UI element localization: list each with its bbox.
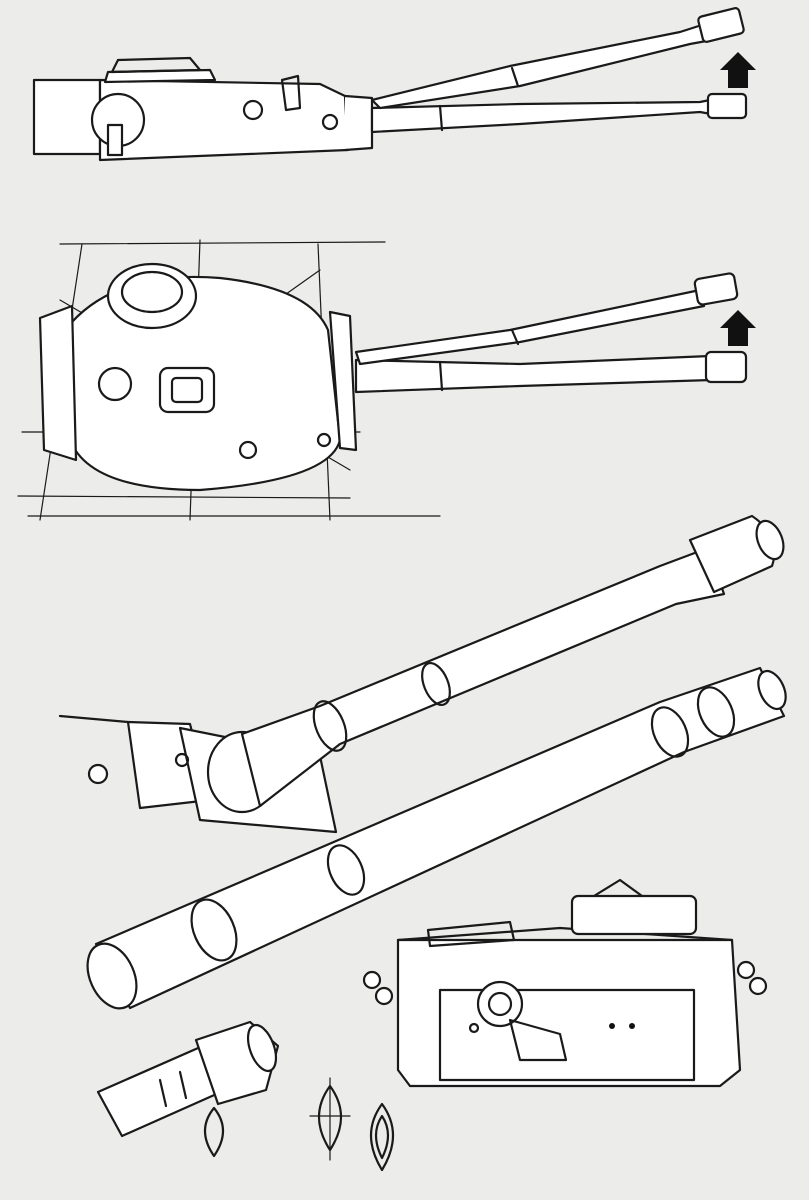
barrel-muzzle-opening — [755, 519, 785, 561]
turret-side-muzzle-lower — [706, 92, 748, 120]
turret-construction-loader-hatch — [158, 366, 216, 414]
turret-construction-muzzle-upper — [693, 272, 739, 306]
lens-shape-study — [203, 1077, 394, 1172]
turret-construction-cupola — [106, 262, 198, 330]
up-arrow-icon — [720, 52, 756, 88]
lens-shape-a — [203, 1106, 225, 1158]
cylinder-ring-2 — [326, 844, 366, 896]
up-arrow-icon — [720, 310, 756, 346]
mantlet-bolt — [174, 752, 190, 768]
turret-front-view — [362, 878, 768, 1088]
cylinder-ring-4 — [696, 686, 736, 738]
turret-construction-view — [17, 239, 756, 521]
turret-construction-vision-port — [238, 440, 258, 460]
grid-line-bottom — [17, 495, 351, 499]
turret-side-muzzle-upper — [697, 7, 745, 43]
turret-side-barrel-upper-ring — [510, 66, 520, 88]
turret-side-hatch-handle — [106, 123, 124, 157]
turret-side-hatch — [110, 56, 202, 74]
turret-front-smoke-launcher-right-1 — [736, 960, 756, 980]
turret-front-rivet-b — [629, 1023, 635, 1029]
detail-barrel-ring-2 — [178, 1070, 188, 1100]
barrel-ring-2 — [421, 662, 451, 706]
turret-side-vision-port — [242, 99, 264, 121]
cylinder-muzzle — [757, 669, 787, 711]
turret-construction-barrel-upper-ring — [510, 328, 520, 346]
turret-side-barrel-lower-ring — [438, 104, 444, 132]
turret-front-cupola — [570, 894, 698, 936]
turret-front-sight — [468, 1022, 480, 1034]
detail-barrel-ring-1 — [158, 1078, 168, 1108]
turret-side-bolt — [321, 113, 339, 131]
turret-side-periscope — [280, 74, 302, 112]
turret-construction-muzzle-lower — [704, 350, 748, 384]
cylinder-body — [94, 666, 786, 1010]
turret-front-smoke-launcher-left-1 — [362, 970, 382, 990]
barrel-cylinder-study — [86, 666, 787, 1010]
turret-construction-mantlet — [328, 310, 358, 452]
turret-construction-loader-hatch-inner — [170, 376, 204, 404]
turret-front-gun-collar — [508, 1018, 568, 1062]
turret-construction-bustle — [38, 304, 78, 462]
hull-bolt — [87, 763, 109, 785]
cylinder-end-cap — [86, 942, 138, 1010]
hull-edge-line — [58, 714, 130, 724]
barrel-detail-study — [96, 1020, 280, 1138]
turret-front-smoke-launcher-left-2 — [374, 986, 394, 1006]
turret-construction-hatch — [97, 366, 133, 402]
turret-front-roof — [396, 926, 734, 942]
turret-front-cupola-hatch — [592, 878, 644, 898]
turret-side-view — [32, 7, 756, 162]
turret-side-rear-box — [32, 78, 102, 156]
lens-shape-c-inner — [374, 1114, 390, 1160]
detail-barrel-bore — [246, 1023, 278, 1073]
turret-front-smoke-launcher-right-2 — [748, 976, 768, 996]
turret-construction-barrel-upper — [354, 288, 706, 366]
lens-shape-c — [370, 1102, 394, 1172]
cylinder-ring-1 — [190, 898, 238, 962]
barrel-ring-1 — [312, 700, 348, 752]
turret-front-gun-bore — [487, 991, 513, 1017]
cylinder-ring-3 — [650, 706, 690, 758]
turret-construction-barrel-lower-ring — [438, 360, 444, 392]
grid-line-top — [59, 241, 386, 245]
turret-construction-cupola-inner — [120, 270, 184, 314]
barrel-perspective-view — [58, 514, 785, 834]
turret-front-vent — [426, 920, 516, 948]
barrel-tube-main — [240, 546, 726, 808]
turret-side-mantlet — [344, 94, 374, 152]
turret-front-rivet-a — [609, 1023, 615, 1029]
turret-construction-bolt — [316, 432, 332, 448]
